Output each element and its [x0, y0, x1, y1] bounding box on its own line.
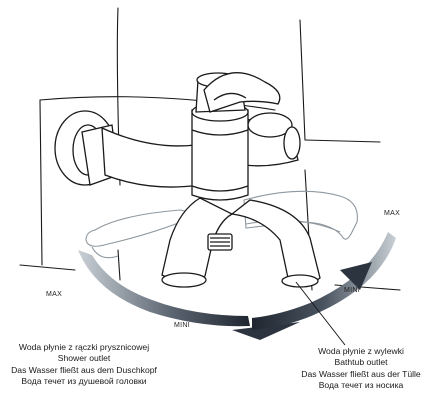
faucet-body: [101, 112, 301, 188]
caption-bathtub-outlet: Woda płynie z wylewki Bathtub outlet Das…: [288, 346, 434, 392]
label-mini-right: MINI: [344, 287, 360, 294]
mixer-cartridge: [191, 72, 281, 201]
caption-bathtub-pl: Woda płynie z wylewki: [318, 346, 404, 356]
caption-bathtub-de: Das Wasser fließt aus der Tülle: [301, 368, 421, 379]
rotation-arrow-icon: [78, 232, 396, 340]
caption-bathtub-ru: Вода течет из носика: [318, 380, 404, 391]
caption-shower-de: Das Wasser fließt aus dem Duschkopf: [11, 364, 157, 375]
label-max-right: MAX: [384, 210, 401, 217]
caption-shower-en: Shower outlet: [57, 353, 111, 364]
caption-shower-outlet: Woda płynie z rączki prysznicowej Shower…: [2, 342, 166, 388]
leader-line: [295, 281, 346, 346]
label-mini-left: MINI: [174, 322, 190, 329]
caption-shower-ru: Вода течет из душевой головки: [21, 376, 147, 387]
caption-bathtub-en: Bathtub outlet: [334, 357, 388, 368]
label-max-left: MAX: [46, 291, 63, 298]
caption-shower-pl: Woda płynie z rączki prysznicowej: [18, 342, 150, 352]
bathtub-spout: [161, 197, 321, 288]
